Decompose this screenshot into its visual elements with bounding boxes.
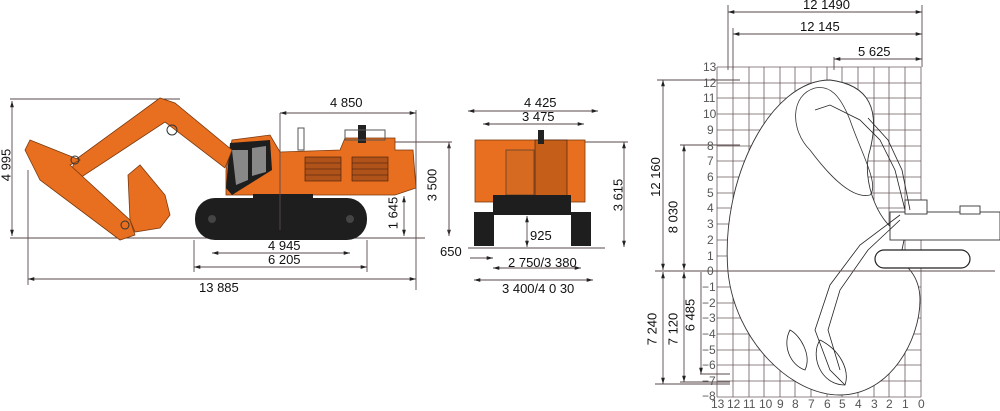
dim-upperstructure-width: 3 475 [522, 109, 555, 124]
dim-max-dumping-height: 8 030 [665, 200, 681, 234]
dim-transport-length: 13 885 [199, 280, 239, 295]
dim-track-gauge: 2 750/3 380 [508, 255, 577, 270]
boom [69, 97, 233, 179]
track-side [195, 198, 367, 240]
left-track-front [474, 212, 494, 246]
machine-outline-range [889, 211, 1000, 241]
dim-overall-height: 4 995 [0, 148, 14, 182]
dim-tumbler-distance: 4 945 [268, 238, 301, 253]
working-range-grid [655, 5, 1000, 398]
bucket [127, 164, 171, 233]
dim-track-length: 6 205 [268, 252, 301, 267]
dim-max-vertical-wall-depth: 6 485 [682, 298, 698, 332]
dim-undercarriage-width: 3 400/4 0 30 [502, 281, 575, 296]
side-view-excavator [10, 97, 452, 290]
front-view-excavator [448, 109, 628, 282]
dim-counterweight-clearance: 1 645 [385, 196, 401, 230]
dim-max-digging-depth-level: 7 120 [665, 312, 681, 346]
dim-max-reach-ground: 12 145 [800, 19, 840, 34]
dim-cab-height-side: 3 500 [424, 168, 440, 202]
dim-rear-swing-radius: 4 850 [330, 95, 363, 110]
arm [24, 139, 136, 241]
dim-max-digging-depth: 7 240 [644, 312, 660, 346]
right-track-front [571, 212, 591, 246]
dim-min-ground-clearance: 925 [530, 228, 552, 243]
dim-shoe-width: 650 [440, 244, 462, 259]
dim-upper-width: 4 425 [524, 95, 557, 110]
dim-front-overall-height: 3 615 [610, 178, 626, 212]
digging-envelope [726, 79, 921, 396]
dim-max-reach: 12 1490 [803, 0, 850, 12]
dim-max-cutting-height: 12 160 [647, 157, 663, 197]
dim-min-swing-radius: 5 625 [858, 44, 891, 59]
